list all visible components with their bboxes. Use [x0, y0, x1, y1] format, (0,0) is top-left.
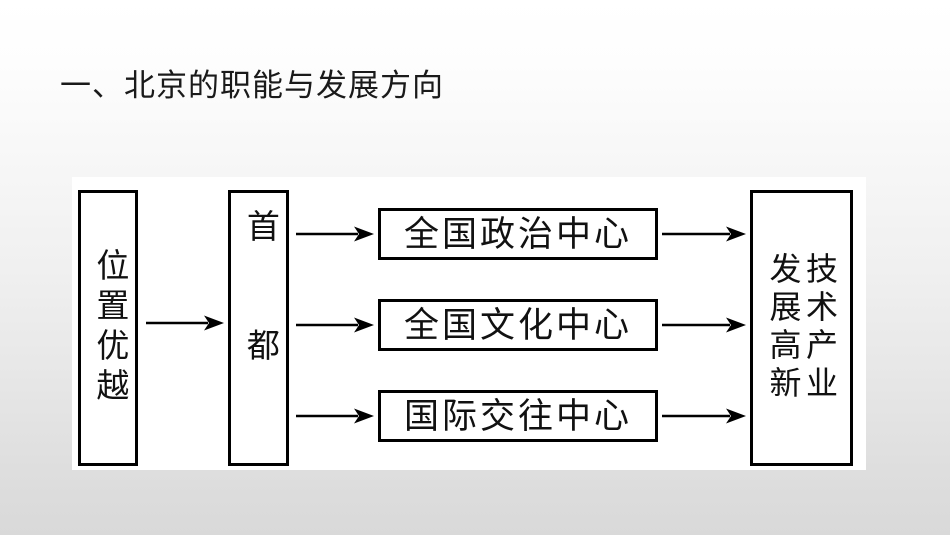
node-function-cultural[interactable]: 全国文化中心 — [378, 299, 658, 351]
arrow-right-icon — [662, 406, 746, 426]
page-title: 一、北京的职能与发展方向 — [60, 68, 444, 104]
diagram-panel: 位置优越 首都 — [72, 177, 866, 470]
arrow-right-icon — [296, 315, 374, 335]
node-function-cultural-label: 全国文化中心 — [403, 305, 632, 345]
node-function-international[interactable]: 国际交往中心 — [378, 390, 658, 442]
node-target-column-right: 技术产业 — [802, 252, 839, 404]
node-target[interactable]: 技术产业 发展高新 — [750, 190, 853, 466]
node-function-political[interactable]: 全国政治中心 — [378, 208, 658, 260]
arrow-right-icon — [662, 315, 746, 335]
node-capital-label: 首都 — [241, 209, 278, 447]
node-target-column-left: 发展高新 — [765, 252, 802, 404]
node-target-columns: 技术产业 发展高新 — [765, 252, 839, 404]
arrow-right-icon — [662, 224, 746, 244]
node-origin[interactable]: 位置优越 — [78, 190, 138, 466]
arrow-right-icon — [146, 313, 224, 333]
node-origin-label: 位置优越 — [90, 248, 127, 408]
node-function-international-label: 国际交往中心 — [403, 396, 632, 436]
node-capital[interactable]: 首都 — [228, 190, 289, 466]
arrow-right-icon — [296, 224, 374, 244]
arrow-right-icon — [296, 406, 374, 426]
node-function-political-label: 全国政治中心 — [403, 214, 632, 254]
